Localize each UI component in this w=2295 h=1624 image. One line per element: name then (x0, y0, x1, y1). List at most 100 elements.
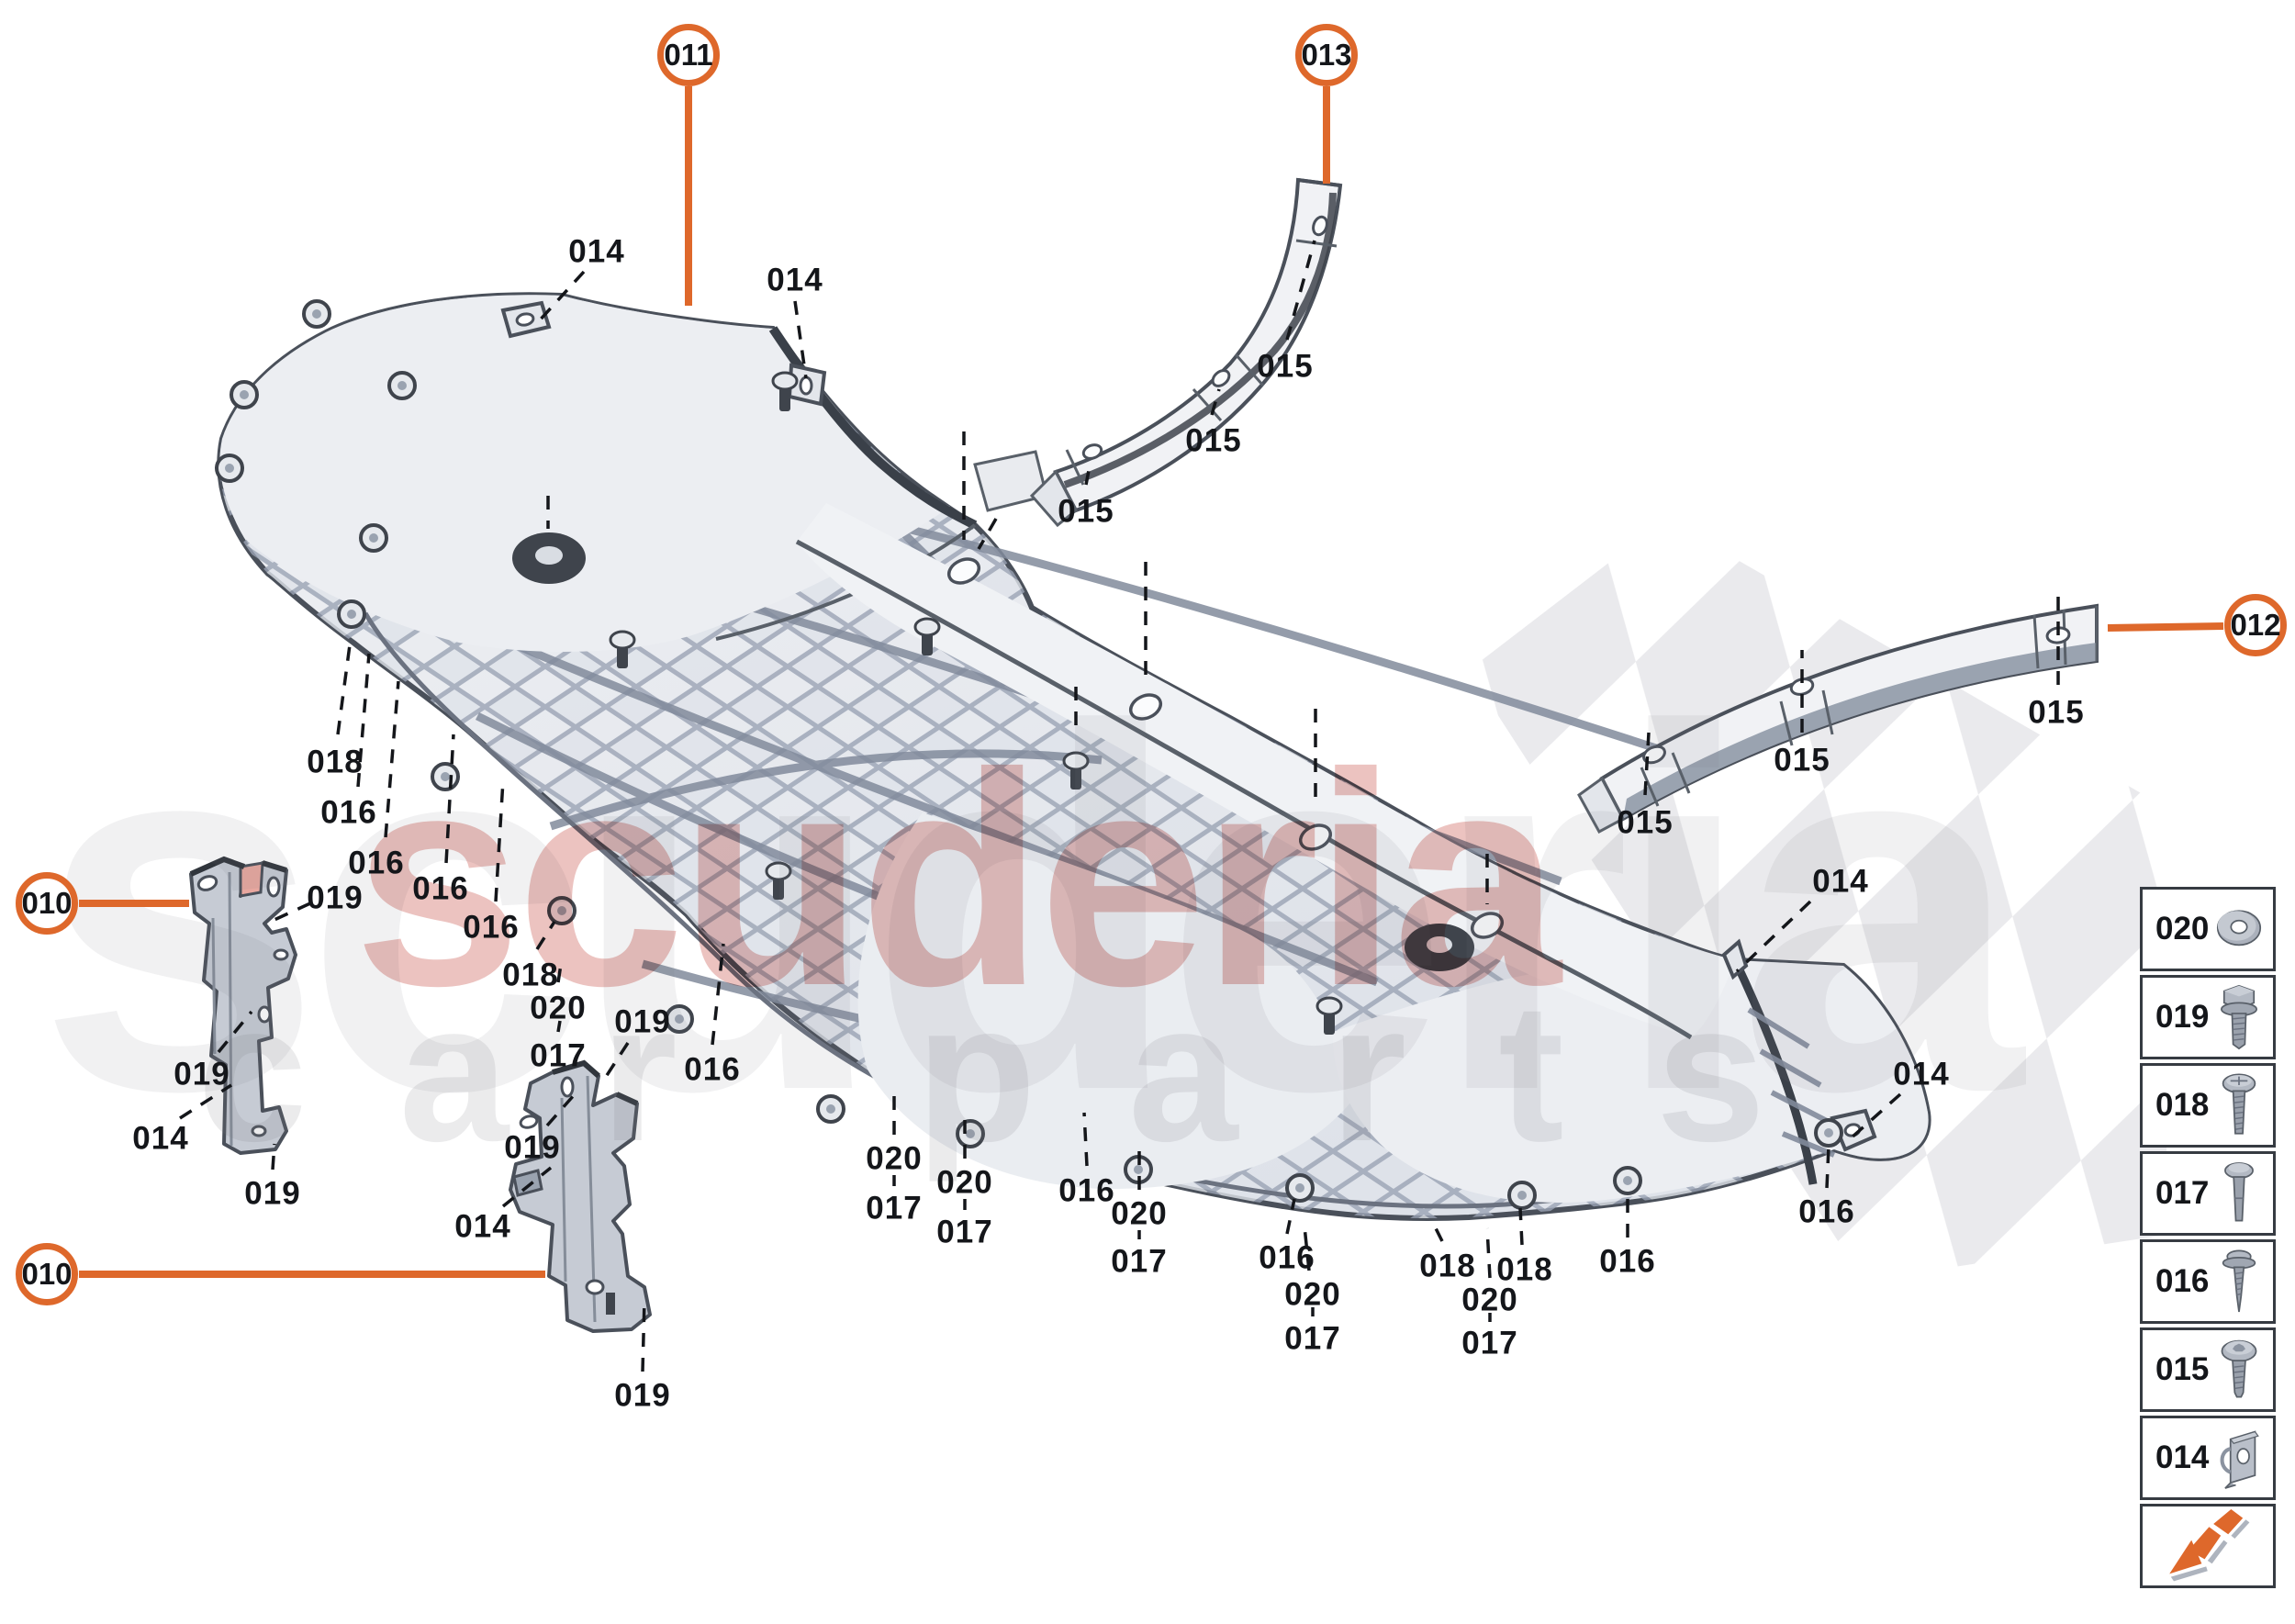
part-label-019: 019 (174, 1056, 230, 1092)
torx-screw-icon (2212, 1333, 2266, 1406)
leader-line (535, 270, 586, 325)
leader-line (384, 680, 400, 838)
part-label-016: 016 (1798, 1193, 1855, 1230)
leader-line (444, 734, 455, 864)
part-label-020: 020 (530, 990, 587, 1026)
leader-line (217, 1010, 253, 1054)
legend-row-direction (2140, 1504, 2276, 1588)
callout-010[interactable]: 010 (16, 872, 78, 935)
washer-icon (2212, 892, 2266, 966)
part-label-020: 020 (866, 1140, 923, 1177)
part-label-019: 019 (504, 1129, 561, 1166)
legend-part-number: 017 (2155, 1175, 2210, 1211)
part-label-020: 020 (1111, 1195, 1168, 1232)
leader-line (602, 1042, 630, 1081)
leader-line (1518, 1207, 1524, 1246)
leader-line (556, 958, 564, 983)
part-label-017: 017 (936, 1214, 993, 1250)
bracket-lower (509, 1059, 652, 1333)
leader-line (494, 779, 505, 902)
leader-line (179, 1083, 232, 1120)
part-label-016: 016 (1599, 1243, 1656, 1280)
top-edge-strip (797, 503, 1735, 1037)
leader-line (1643, 732, 1651, 796)
leader-line (793, 300, 808, 379)
part-label-015: 015 (1774, 742, 1830, 778)
part-label-016: 016 (684, 1051, 741, 1088)
legend-row-014[interactable]: 014 (2140, 1416, 2276, 1500)
callout-012[interactable]: 012 (2224, 594, 2287, 656)
top-edge-strip-lower-edge (795, 539, 1693, 1040)
legend-part-number: 019 (2155, 999, 2210, 1035)
callout-line (2107, 622, 2224, 632)
strip-part-012 (1577, 603, 2099, 834)
leader-line (545, 1092, 577, 1127)
shoulder-bolt-icon (2212, 1157, 2266, 1230)
edge-screws (215, 299, 1843, 1210)
legend-row-017[interactable]: 017 (2140, 1151, 2276, 1236)
legend-part-number: 014 (2155, 1439, 2210, 1475)
part-label-019: 019 (244, 1175, 301, 1212)
legend-row-020[interactable]: 020 (2140, 887, 2276, 971)
leader-line (977, 518, 998, 550)
part-label-015: 015 (1257, 348, 1314, 385)
right-deflector (1332, 958, 1929, 1203)
part-label-016: 016 (348, 845, 405, 881)
legend-row-018[interactable]: 018 (2140, 1063, 2276, 1148)
part-label-015: 015 (2028, 694, 2085, 731)
leader-line (1430, 1220, 1444, 1242)
part-label-015: 015 (1617, 804, 1674, 841)
part-label-017: 017 (866, 1190, 923, 1226)
legend-part-number: 020 (2155, 911, 2210, 946)
leader-line (1210, 388, 1221, 416)
part-label-018: 018 (1496, 1251, 1553, 1288)
flange-bolt-icon (2212, 980, 2266, 1054)
part-label-016: 016 (1259, 1239, 1315, 1276)
leader-line (1285, 240, 1316, 341)
part-label-017: 017 (1284, 1320, 1341, 1357)
part-label-016: 016 (463, 909, 520, 946)
callout-011[interactable]: 011 (657, 24, 720, 86)
panel-studs (609, 371, 1343, 1035)
underbody-panel (215, 292, 1931, 1221)
callout-010[interactable]: 010 (16, 1243, 78, 1305)
leader-line (1084, 460, 1092, 486)
part-label-014: 014 (1812, 863, 1869, 900)
panel-smooth-centre (857, 812, 1351, 1190)
legend-row-015[interactable]: 015 (2140, 1327, 2276, 1412)
legend-row-019[interactable]: 019 (2140, 975, 2276, 1059)
bracket-upper (189, 856, 297, 1155)
leader-line (641, 1299, 646, 1372)
part-label-017: 017 (530, 1037, 587, 1074)
leader-line (711, 943, 725, 1046)
right-deflector-hatch (1747, 1007, 1836, 1158)
leader-line (271, 1143, 276, 1170)
leader-line (1849, 1092, 1902, 1140)
strip-015-holes (946, 557, 1505, 939)
part-label-016: 016 (412, 870, 469, 907)
leader-line (1735, 900, 1812, 973)
leader-line (1082, 1112, 1089, 1167)
part-label-019: 019 (614, 1003, 671, 1040)
leader-line (265, 902, 311, 925)
leader-line (1485, 1227, 1492, 1279)
direction-arrow-icon (2163, 1509, 2258, 1583)
part-label-014: 014 (568, 233, 625, 270)
leader-line (1303, 1226, 1311, 1271)
right-deflector-crease (1730, 958, 1818, 1185)
part-label-017: 017 (1461, 1325, 1518, 1361)
part-label-019: 019 (614, 1377, 671, 1414)
callout-013[interactable]: 013 (1295, 24, 1358, 86)
leader-line (336, 637, 353, 735)
part-label-020: 020 (1461, 1282, 1518, 1318)
part-label-018: 018 (307, 744, 364, 780)
checkered-flag-pattern (1469, 519, 2166, 1281)
part-label-020: 020 (936, 1164, 993, 1201)
leader-line (1825, 1145, 1830, 1189)
legend-row-016[interactable]: 016 (2140, 1239, 2276, 1324)
leader-line (556, 1020, 562, 1033)
leader-line (501, 1166, 553, 1208)
